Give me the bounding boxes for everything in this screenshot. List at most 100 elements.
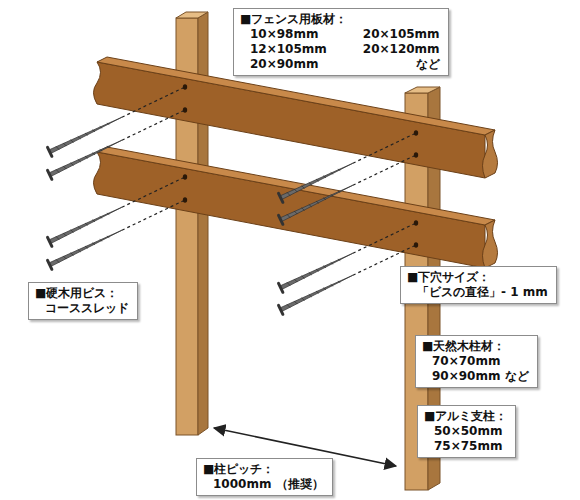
screw-thread bbox=[316, 201, 319, 203]
screw-head bbox=[279, 193, 283, 202]
screw-thread bbox=[78, 249, 81, 252]
screw-thread bbox=[323, 288, 326, 290]
screw-shaft bbox=[280, 275, 353, 311]
screw-thread bbox=[294, 279, 297, 282]
callout-heading: ■柱ピッチ： bbox=[203, 462, 324, 477]
callout-text: 90×90mm など bbox=[422, 369, 529, 384]
screw-thread bbox=[323, 198, 326, 200]
screw-thread bbox=[85, 133, 88, 135]
screws bbox=[48, 84, 419, 314]
screw-shaft bbox=[49, 207, 122, 243]
screw-thread bbox=[287, 214, 290, 217]
screw-thread bbox=[56, 169, 59, 172]
pilot-hole bbox=[183, 174, 187, 180]
pilot-hole bbox=[183, 107, 187, 113]
callout-box: ■柱ピッチ：1000mm （推奨） bbox=[196, 458, 333, 496]
callout-box: ■下穴サイズ：「ビスの直径」- 1 mm bbox=[400, 266, 557, 304]
pilot-hole bbox=[414, 220, 418, 226]
callout-heading: ■アルミ支柱： bbox=[424, 409, 507, 424]
screw-thread bbox=[287, 282, 290, 285]
callout-heading: ■下穴サイズ： bbox=[407, 270, 548, 285]
pilot-hole bbox=[183, 84, 187, 90]
screw-thread bbox=[107, 236, 109, 238]
screw-thread bbox=[100, 149, 103, 151]
screw-thread bbox=[316, 291, 319, 293]
screw-thread bbox=[85, 246, 88, 248]
screw-thread bbox=[63, 166, 66, 169]
screw-shaft bbox=[49, 140, 122, 176]
post-top bbox=[176, 12, 208, 18]
screw-shaft bbox=[49, 117, 122, 153]
screw bbox=[279, 130, 419, 202]
screw-thread bbox=[331, 194, 334, 196]
screw-guide bbox=[353, 155, 416, 185]
screw-thread bbox=[323, 266, 326, 268]
screw-shaft bbox=[280, 253, 353, 289]
screw-head bbox=[279, 283, 283, 292]
screw-head bbox=[48, 260, 52, 269]
screw-thread bbox=[100, 216, 103, 218]
callout-box: ■硬木用ビス：コーススレッド bbox=[28, 282, 138, 320]
callout-heading: ■硬木用ビス： bbox=[35, 286, 129, 301]
screw-thread bbox=[294, 211, 297, 214]
screw bbox=[48, 197, 188, 269]
screw-thread bbox=[107, 146, 109, 148]
board-end bbox=[483, 130, 498, 178]
callout-text: 75×75mm bbox=[424, 439, 507, 454]
pilot-hole bbox=[183, 197, 187, 203]
screw-thread bbox=[70, 163, 73, 166]
callout-text: 50×50mm bbox=[424, 424, 507, 439]
screw bbox=[279, 242, 419, 314]
screw-thread bbox=[301, 276, 304, 279]
screw-thread bbox=[287, 192, 290, 195]
screw-thread bbox=[309, 182, 312, 185]
screw-thread bbox=[70, 230, 73, 233]
callout-text: 70×70mm bbox=[422, 354, 529, 369]
screw-thread bbox=[100, 239, 103, 241]
screw-thread bbox=[331, 172, 334, 174]
screw-thread bbox=[56, 236, 59, 239]
screw-shaft bbox=[49, 230, 122, 266]
screw-thread bbox=[100, 126, 103, 128]
screw-thread bbox=[309, 204, 312, 207]
screw bbox=[279, 152, 419, 224]
screw-thread bbox=[78, 159, 81, 162]
screw-head bbox=[48, 147, 52, 156]
screw-guide bbox=[122, 200, 185, 230]
screw-guide bbox=[122, 110, 185, 140]
pilot-hole bbox=[414, 130, 418, 136]
screw-thread bbox=[309, 272, 312, 275]
screw-thread bbox=[331, 284, 334, 286]
screw-thread bbox=[85, 223, 88, 225]
screw-thread bbox=[107, 213, 109, 215]
screw-thread bbox=[92, 220, 95, 222]
callout-box: ■天然木柱材：70×70mm90×90mm など bbox=[415, 335, 538, 388]
screw-thread bbox=[316, 179, 319, 181]
callout-heading: ■天然木柱材： bbox=[422, 339, 529, 354]
callout-text: 20×120mm bbox=[353, 42, 440, 57]
screw-head bbox=[279, 215, 283, 224]
screw-thread bbox=[301, 186, 304, 189]
screw-thread bbox=[309, 294, 312, 297]
screw-thread bbox=[85, 156, 88, 158]
post-top bbox=[405, 87, 440, 93]
screw bbox=[279, 220, 419, 292]
screw-head bbox=[279, 305, 283, 314]
screw bbox=[48, 174, 188, 246]
callout-text: 「ビスの直径」- 1 mm bbox=[407, 285, 548, 300]
callout-text: 20×105mm bbox=[353, 27, 440, 42]
screw-thread bbox=[338, 259, 340, 261]
callout-text: 20×90mm bbox=[240, 57, 327, 72]
pilot-hole bbox=[414, 152, 418, 158]
screw-thread bbox=[338, 169, 340, 171]
screw-thread bbox=[294, 189, 297, 192]
callout-text: コーススレッド bbox=[35, 301, 129, 316]
screw-thread bbox=[63, 233, 66, 236]
screw-head bbox=[48, 237, 52, 246]
screw-head bbox=[48, 170, 52, 179]
screw-thread bbox=[92, 243, 95, 245]
screw-thread bbox=[287, 304, 290, 307]
screw-thread bbox=[107, 123, 109, 125]
screw-thread bbox=[56, 146, 59, 149]
screw-thread bbox=[63, 256, 66, 259]
